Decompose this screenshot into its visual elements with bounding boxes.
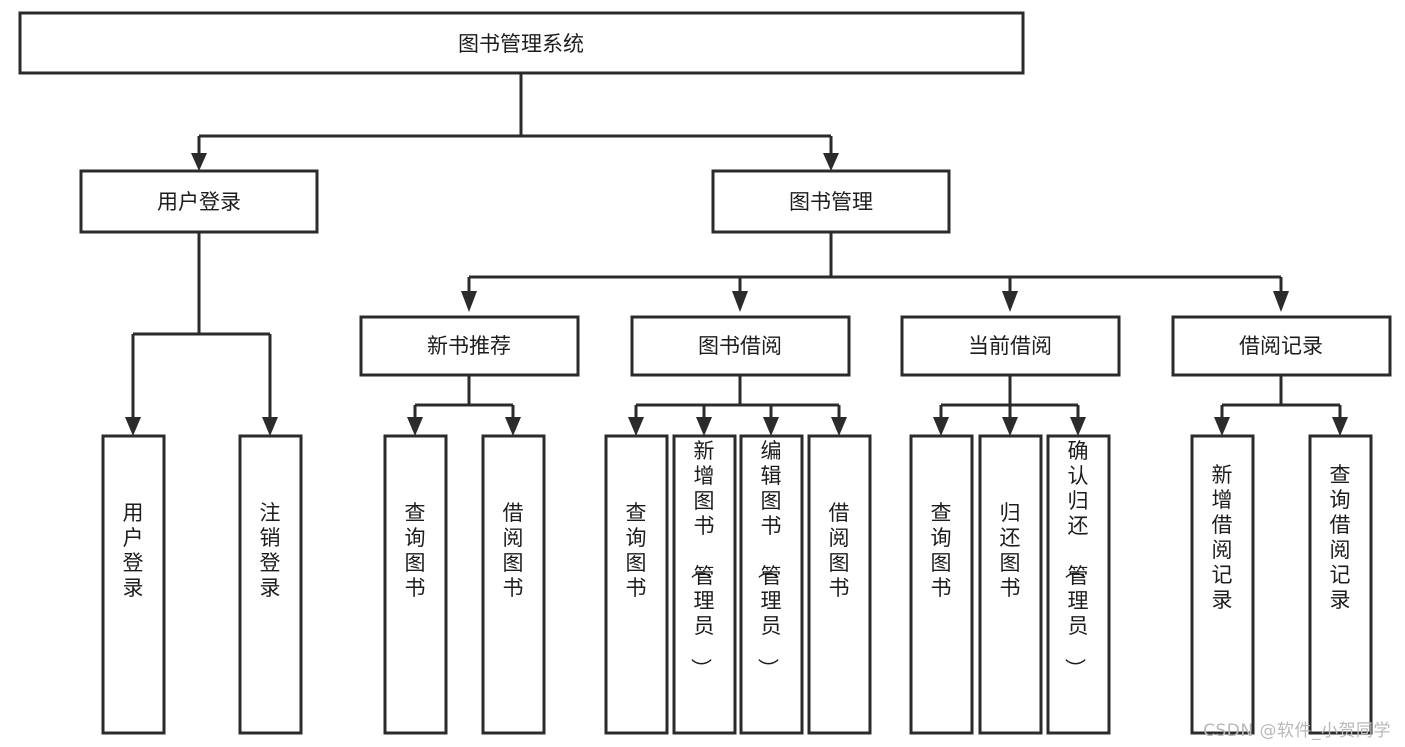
- connector-layer: [125, 73, 1348, 436]
- node-leaf-logout[interactable]: 注销登录: [238, 434, 303, 735]
- arrow-to-leaf-return-book: [1002, 417, 1018, 436]
- node-book-borrow-label: 图书借阅: [698, 334, 782, 358]
- arrow-to-user-login: [191, 153, 207, 171]
- node-borrow-record-box[interactable]: [1171, 315, 1392, 377]
- arrow-to-new-book-recommend: [461, 291, 477, 312]
- node-leaf-user-login-box[interactable]: [101, 434, 166, 735]
- connector-borrow-record-to-leaves: [1220, 375, 1342, 420]
- arrow-to-book-borrow: [732, 291, 748, 312]
- node-leaf-add-record-label: 新增借阅记录: [1212, 463, 1233, 612]
- node-leaf-borrow-book-2[interactable]: 借阅图书: [807, 434, 872, 735]
- arrow-to-leaf-query-record: [1332, 417, 1348, 436]
- node-new-book-recommend[interactable]: 新书推荐: [359, 315, 580, 377]
- node-leaf-user-login-label: 用户登录: [123, 501, 144, 600]
- node-leaf-borrow-book-2-label: 借阅图书: [829, 501, 850, 600]
- node-leaf-query-record-label: 查询借阅记录: [1330, 463, 1351, 612]
- node-leaf-return-book-box[interactable]: [978, 434, 1043, 735]
- node-borrow-record-label: 借阅记录: [1239, 334, 1323, 358]
- node-leaf-edit-book[interactable]: 编辑图书（管理员）: [739, 434, 804, 735]
- arrow-to-leaf-add-record: [1214, 417, 1230, 436]
- node-root-box[interactable]: [18, 11, 1025, 75]
- node-leaf-query-book-3-label: 查询图书: [931, 501, 952, 600]
- node-leaf-confirm-return[interactable]: 确认归还（管理员）: [1046, 434, 1111, 735]
- node-leaf-query-record[interactable]: 查询借阅记录: [1308, 434, 1373, 735]
- node-user-login-label: 用户登录: [157, 190, 241, 214]
- arrow-to-leaf-borrow-book-1: [505, 417, 521, 436]
- node-leaf-return-book[interactable]: 归还图书: [978, 434, 1043, 735]
- arrow-to-leaf-query-book-1: [407, 417, 423, 436]
- connector-book-borrow-to-leaves: [634, 375, 841, 420]
- arrow-to-leaf-add-book: [696, 417, 712, 436]
- node-leaf-user-login[interactable]: 用户登录: [101, 434, 166, 735]
- node-leaf-query-book-1-box[interactable]: [383, 434, 448, 735]
- connector-book-management-to-level2: [467, 232, 1283, 294]
- node-leaf-query-book-2-box[interactable]: [604, 434, 669, 735]
- node-leaf-logout-box[interactable]: [238, 434, 303, 735]
- node-leaf-return-book-label: 归还图书: [1000, 501, 1021, 600]
- node-leaf-borrow-book-1-label: 借阅图书: [503, 501, 524, 600]
- arrow-to-book-management: [823, 153, 839, 171]
- arrow-to-borrow-record: [1273, 291, 1289, 312]
- arrow-to-leaf-logout: [262, 417, 278, 436]
- arrow-to-leaf-query-book-2: [628, 417, 644, 436]
- node-new-book-recommend-box[interactable]: [359, 315, 580, 377]
- arrow-to-leaf-confirm-return: [1070, 417, 1086, 436]
- node-leaf-query-book-2-label: 查询图书: [626, 501, 647, 600]
- node-user-login[interactable]: 用户登录: [79, 169, 319, 234]
- node-current-borrow-box[interactable]: [900, 315, 1121, 377]
- node-leaf-add-record[interactable]: 新增借阅记录: [1190, 434, 1255, 735]
- connector-new-book-recommend-to-leaves: [413, 375, 515, 420]
- node-book-borrow[interactable]: 图书借阅: [630, 315, 851, 377]
- csdn-watermark: CSDN @软件_小贺同学: [1203, 721, 1391, 741]
- node-leaf-edit-book-label: 编辑图书（管理员）: [756, 439, 782, 679]
- arrow-to-leaf-borrow-book-2: [831, 417, 847, 436]
- arrow-to-leaf-edit-book: [763, 417, 779, 436]
- connector-current-borrow-to-leaves: [939, 375, 1080, 420]
- node-leaf-borrow-book-1[interactable]: 借阅图书: [481, 434, 546, 735]
- node-book-management-label: 图书管理: [789, 190, 873, 214]
- node-leaf-query-book-1[interactable]: 查询图书: [383, 434, 448, 735]
- node-leaf-add-record-box[interactable]: [1190, 434, 1255, 735]
- node-root-label: 图书管理系统: [458, 32, 584, 56]
- connector-root-to-level1: [197, 73, 833, 156]
- arrow-to-leaf-user-login: [125, 417, 141, 436]
- node-leaf-query-book-3[interactable]: 查询图书: [909, 434, 974, 735]
- node-leaf-edit-book-box[interactable]: [739, 434, 804, 735]
- node-current-borrow[interactable]: 当前借阅: [900, 315, 1121, 377]
- node-user-login-box[interactable]: [79, 169, 319, 234]
- node-root[interactable]: 图书管理系统: [18, 11, 1025, 75]
- node-new-book-recommend-label: 新书推荐: [427, 334, 511, 358]
- node-leaf-confirm-return-label: 确认归还（管理员）: [1063, 439, 1089, 679]
- node-leaf-borrow-book-1-box[interactable]: [481, 434, 546, 735]
- node-book-management-box[interactable]: [711, 169, 951, 234]
- node-current-borrow-label: 当前借阅: [968, 334, 1052, 358]
- node-leaf-confirm-return-box[interactable]: [1046, 434, 1111, 735]
- arrow-to-leaf-query-book-3: [933, 417, 949, 436]
- node-book-management[interactable]: 图书管理: [711, 169, 951, 234]
- node-leaf-query-book-1-label: 查询图书: [405, 501, 426, 600]
- node-leaf-query-book-2[interactable]: 查询图书: [604, 434, 669, 735]
- node-leaf-add-book-label: 新增图书（管理员）: [689, 439, 715, 679]
- node-leaf-add-book[interactable]: 新增图书（管理员）: [672, 434, 737, 735]
- node-leaf-query-record-box[interactable]: [1308, 434, 1373, 735]
- node-leaf-logout-label: 注销登录: [260, 501, 281, 600]
- connector-user-login-to-leaves: [131, 232, 272, 420]
- arrow-to-current-borrow: [1002, 291, 1018, 312]
- node-borrow-record[interactable]: 借阅记录: [1171, 315, 1392, 377]
- node-leaf-borrow-book-2-box[interactable]: [807, 434, 872, 735]
- node-leaf-query-book-3-box[interactable]: [909, 434, 974, 735]
- node-leaf-add-book-box[interactable]: [672, 434, 737, 735]
- node-book-borrow-box[interactable]: [630, 315, 851, 377]
